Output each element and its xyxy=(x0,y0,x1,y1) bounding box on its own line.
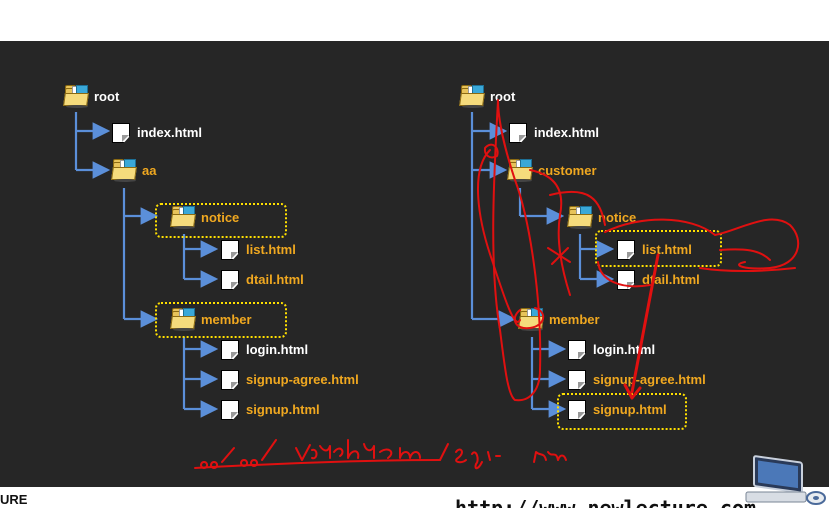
folder-icon xyxy=(111,159,137,182)
folder-label-customer: customer xyxy=(538,162,597,178)
folder-icon xyxy=(567,206,593,229)
folder-label-root: root xyxy=(94,88,120,104)
file-label-signup: signup.html xyxy=(593,401,667,417)
file-label-login: login.html xyxy=(246,341,309,357)
tree-node-notice-right[interactable]: notice xyxy=(567,205,637,229)
file-icon xyxy=(111,122,131,143)
file-label-index: index.html xyxy=(137,124,203,140)
tree-node-index-right[interactable]: index.html xyxy=(508,120,599,144)
file-label-signup-agree: signup-agree.html xyxy=(593,371,706,387)
tree-node-dtail-left[interactable]: dtail.html xyxy=(220,267,304,291)
file-icon xyxy=(567,339,587,360)
folder-label-member: member xyxy=(201,311,252,327)
folder-label-aa: aa xyxy=(142,162,157,178)
file-icon xyxy=(220,239,240,260)
file-label-list: list.html xyxy=(246,241,296,257)
file-icon xyxy=(220,369,240,390)
top-bar xyxy=(0,0,829,41)
tree-node-signup-left[interactable]: signup.html xyxy=(220,397,320,421)
folder-label-notice: notice xyxy=(201,209,240,225)
file-icon xyxy=(220,269,240,290)
footer-bar: URE http://www.newlecture.com xyxy=(0,487,829,508)
tree-node-notice-left[interactable]: notice xyxy=(170,205,240,229)
file-icon xyxy=(567,399,587,420)
file-label-dtail: dtail.html xyxy=(246,271,304,287)
highlight-notice-left xyxy=(155,203,287,238)
folder-label-member: member xyxy=(549,311,600,327)
highlight-list-right xyxy=(595,230,722,267)
tree-node-customer-right[interactable]: customer xyxy=(507,158,597,182)
file-label-list: list.html xyxy=(642,241,692,257)
tree-node-list-right[interactable]: list.html xyxy=(616,237,692,261)
folder-icon xyxy=(170,206,196,229)
tree-node-aa-left[interactable]: aa xyxy=(111,158,157,182)
folder-label-notice: notice xyxy=(598,209,637,225)
file-label-signup: signup.html xyxy=(246,401,320,417)
file-icon xyxy=(220,399,240,420)
tree-node-signup-agree-right[interactable]: signup-agree.html xyxy=(567,367,706,391)
tree-node-root-left[interactable]: root xyxy=(63,84,120,108)
file-label-index: index.html xyxy=(534,124,600,140)
tree-node-index-left[interactable]: index.html xyxy=(111,120,202,144)
tree-node-root-right[interactable]: root xyxy=(459,84,516,108)
slide-area xyxy=(0,41,829,487)
tree-node-login-left[interactable]: login.html xyxy=(220,337,308,361)
tree-node-list-left[interactable]: list.html xyxy=(220,237,296,261)
file-label-signup-agree: signup-agree.html xyxy=(246,371,359,387)
folder-icon xyxy=(170,308,196,331)
footer-url[interactable]: http://www.newlecture.com xyxy=(455,496,757,508)
footer-left-text: URE xyxy=(0,492,28,507)
highlight-signup-right xyxy=(557,393,687,430)
highlight-member-left xyxy=(155,302,287,338)
folder-label-root: root xyxy=(490,88,516,104)
tree-node-member-left[interactable]: member xyxy=(170,307,252,331)
file-icon xyxy=(508,122,528,143)
tree-node-signup-right[interactable]: signup.html xyxy=(567,397,667,421)
file-icon xyxy=(616,239,636,260)
file-icon xyxy=(567,369,587,390)
file-icon xyxy=(220,339,240,360)
folder-icon xyxy=(63,85,89,108)
file-label-dtail: dtail.html xyxy=(642,271,700,287)
folder-icon xyxy=(459,85,485,108)
tree-node-signup-agree-left[interactable]: signup-agree.html xyxy=(220,367,359,391)
computer-icon xyxy=(745,455,826,505)
